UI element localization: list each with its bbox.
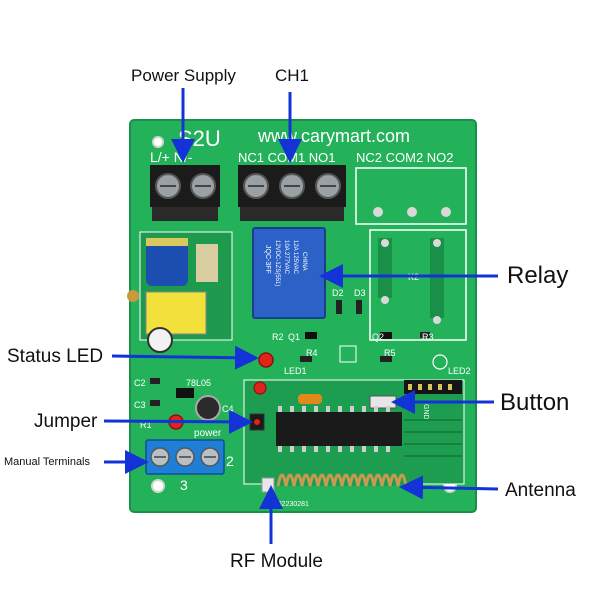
decoder-chip	[276, 406, 402, 452]
silk-c2: C2	[134, 378, 146, 388]
arrow-antenna	[399, 475, 499, 500]
ch1-terminal-block	[238, 165, 346, 221]
smd-components	[300, 300, 430, 363]
silk-c4: C4	[222, 404, 234, 414]
mounting-hole	[152, 136, 164, 148]
ch1-terminal-label: NC1 COM1 NO1	[238, 150, 336, 165]
svg-text:12VDC-1ZS(551): 12VDC-1ZS(551)	[274, 240, 280, 286]
silk-power: power	[194, 428, 222, 439]
silk-led1: LED1	[284, 366, 307, 376]
silk-r2: R2	[272, 332, 284, 342]
callout-ch1: CH1	[275, 66, 310, 85]
silk-r4: R4	[306, 348, 318, 358]
silk-r1: R1	[140, 420, 152, 430]
relay-k1: JQC-3FF 12VDC-1ZS(551) 10A 277VAC 12A 12…	[252, 227, 326, 319]
ch2-footprint: K2	[355, 167, 467, 341]
relay-text-line: 10A 277VAC	[283, 240, 289, 275]
arrow-status-led	[111, 345, 259, 370]
arrow-jumper	[103, 409, 253, 434]
smd-orange	[298, 394, 322, 404]
power-terminal-block	[150, 165, 220, 221]
status-led	[258, 352, 274, 368]
relay-text-line: 12A 125VAC	[292, 240, 298, 275]
header-pins	[404, 380, 462, 394]
silk-q2: Q2	[372, 332, 384, 342]
callout-relay: Relay	[507, 262, 569, 289]
callout-manual-terminals: Manual Terminals	[4, 456, 91, 468]
relay-text-line: JQC-3FF	[264, 245, 271, 274]
jumper-pin	[254, 419, 260, 425]
svg-text:CHINA: CHINA	[301, 252, 307, 271]
antenna-coil	[272, 462, 408, 487]
silk-regulator: 78L05	[186, 378, 211, 388]
silk-d2: D2	[332, 288, 344, 298]
smd-cap	[150, 400, 160, 406]
callout-jumper: Jumper	[34, 411, 98, 432]
power-supply-module	[127, 231, 233, 341]
silk-gnd: GND	[422, 404, 429, 420]
regulator	[176, 388, 194, 398]
silk-d3: D3	[354, 288, 366, 298]
mounting-hole	[151, 479, 165, 493]
silk-terminal-3: 3	[180, 477, 188, 493]
callout-power-supply: Power Supply	[131, 66, 236, 85]
button-part	[369, 395, 397, 409]
silk-q1: Q1	[288, 332, 300, 342]
manual-terminal-block	[145, 439, 225, 475]
led2-footprint	[432, 354, 448, 370]
callout-rf-module: RF Module	[230, 551, 323, 572]
svg-text:10A 277VAC: 10A 277VAC	[283, 240, 289, 275]
callout-status-led: Status LED	[7, 346, 104, 367]
board-serial: 1602230281	[270, 501, 309, 508]
rf-led	[253, 381, 267, 395]
ch2-terminal-label: NC2 COM2 NO2	[356, 150, 454, 165]
board-website: www.carymart.com	[257, 126, 410, 146]
power-terminal-label: L/+ N/-	[150, 149, 193, 165]
silk-r5: R5	[384, 348, 396, 358]
relay-text-line: 12VDC-1ZS(551)	[274, 240, 280, 286]
silk-r3: R3	[422, 332, 434, 342]
capacitor	[147, 327, 173, 353]
callout-button: Button	[500, 389, 570, 416]
electrolytic-cap	[195, 395, 221, 421]
svg-text:12A 125VAC: 12A 125VAC	[292, 240, 298, 275]
svg-text:JQC-3FF: JQC-3FF	[264, 245, 271, 274]
relay-text-line: CHINA	[301, 252, 307, 271]
callout-antenna: Antenna	[505, 480, 576, 501]
smd-cap	[150, 378, 160, 384]
silk-led2: LED2	[448, 366, 471, 376]
pcb-traces	[404, 419, 462, 457]
silk-c3: C3	[134, 400, 146, 410]
silk-terminal-2: 2	[226, 453, 234, 469]
